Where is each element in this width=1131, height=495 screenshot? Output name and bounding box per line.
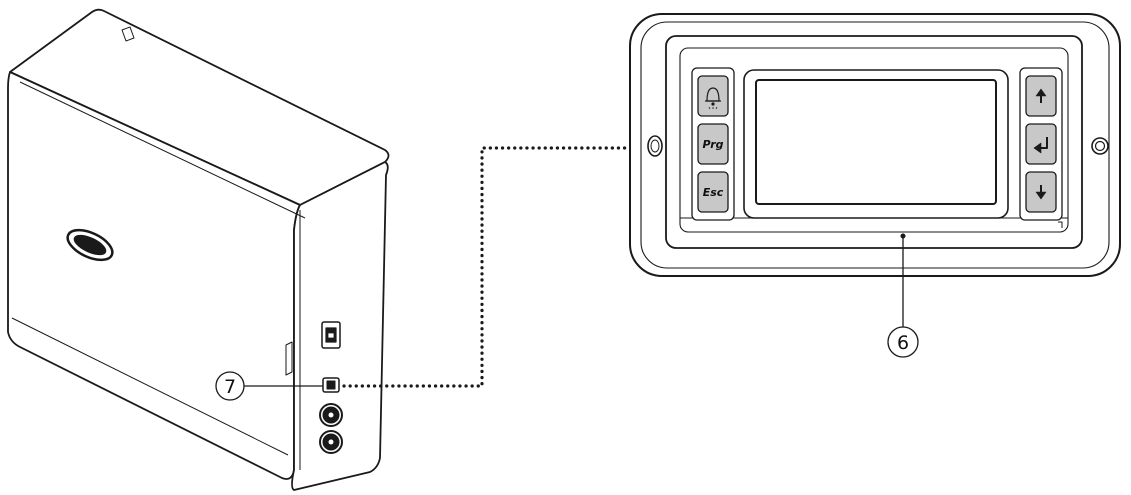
mounting-hole-left: [647, 135, 663, 157]
connection-cable: [342, 146, 637, 388]
callout-display-terminal: 6: [887, 238, 919, 358]
lcd-screen: [755, 79, 997, 205]
cable-gland-lower: [319, 430, 343, 454]
callout-controller-port-label: 7: [224, 376, 236, 398]
cable-gland-upper: [319, 403, 343, 427]
terminal-indicator-dot: [900, 233, 906, 239]
up-button[interactable]: [1025, 75, 1057, 117]
callout-controller-port: 7: [215, 371, 323, 401]
alarm-bell-icon: [705, 87, 721, 110]
prg-button-label: Prg: [702, 138, 723, 151]
esc-button-label: Esc: [703, 186, 724, 199]
terminal-port[interactable]: [322, 377, 340, 393]
display-terminal: Prg Esc: [629, 13, 1121, 277]
enter-icon: [1033, 137, 1048, 154]
controller-side-slot: [285, 341, 293, 376]
controller-top-notch: [121, 26, 135, 42]
power-switch[interactable]: [321, 321, 341, 349]
controller-front-seam: [11, 317, 289, 456]
controller-top-face: [9, 8, 390, 206]
arrow-up-icon: [1035, 88, 1047, 103]
controller-unit: [7, 8, 390, 491]
enter-button[interactable]: [1025, 123, 1057, 165]
alarm-button[interactable]: [697, 75, 729, 117]
esc-button[interactable]: Esc: [697, 171, 729, 213]
arrow-down-icon: [1035, 185, 1047, 200]
down-button[interactable]: [1025, 171, 1057, 213]
mounting-hole-right: [1091, 137, 1109, 155]
callout-display-terminal-label: 6: [897, 332, 909, 354]
controller-top-edge-line: [19, 81, 306, 219]
prg-button[interactable]: Prg: [697, 123, 729, 165]
terminal-outer-inner-edge: [640, 21, 1110, 269]
bezel-mark: [1058, 221, 1063, 228]
controller-logo-badge: [66, 228, 114, 262]
